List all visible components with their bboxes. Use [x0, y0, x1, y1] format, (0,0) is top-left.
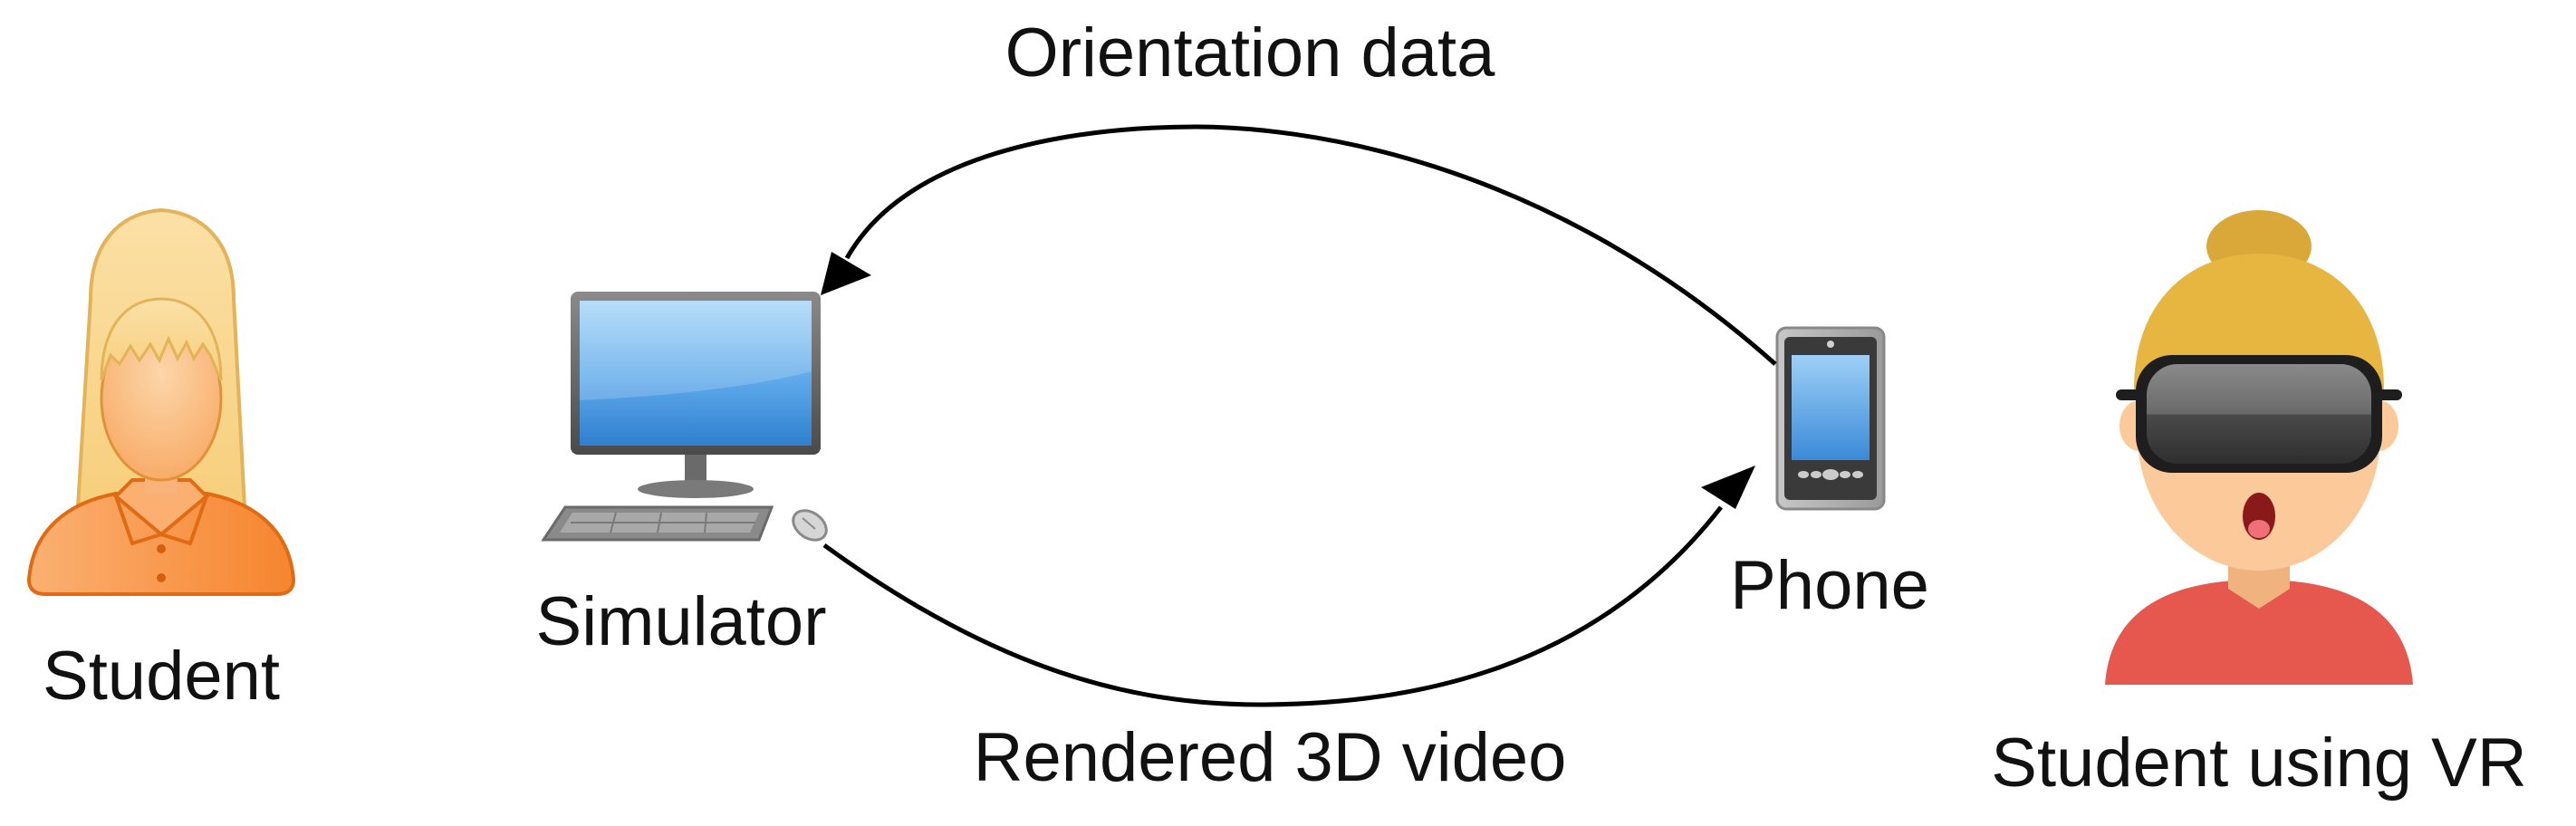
phone-label: Phone — [1730, 547, 1929, 624]
student-vr-headset-icon — [2105, 210, 2413, 685]
video-label: Rendered 3D video — [974, 719, 1567, 796]
orientation-label: Orientation data — [1005, 14, 1496, 91]
video-arrow — [822, 466, 1755, 707]
student-vr-label: Student using VR — [1991, 725, 2527, 802]
student-label: Student — [43, 638, 280, 715]
desktop-computer-icon — [541, 292, 828, 542]
student-avatar-icon — [26, 207, 296, 596]
simulator-label: Simulator — [536, 583, 827, 660]
smartphone-icon — [1775, 326, 1886, 511]
orientation-arrow — [821, 124, 1777, 366]
